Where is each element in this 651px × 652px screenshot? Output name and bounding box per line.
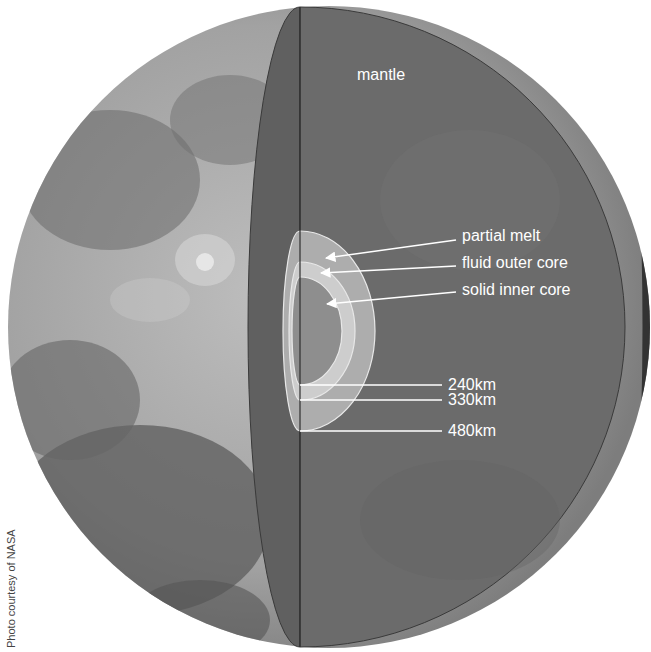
layer-label: mantle xyxy=(357,65,405,85)
cut-face xyxy=(248,7,625,647)
fluid-outer-core-layer xyxy=(289,262,355,400)
layer-label: partial melt xyxy=(462,226,540,246)
photo-credit: Photo courtesy of NASA xyxy=(4,529,18,648)
layer-label: solid inner core xyxy=(462,280,571,300)
dimension-lines xyxy=(300,385,442,431)
leader-arrows xyxy=(321,240,456,304)
partial-melt-layer xyxy=(283,231,375,431)
cut-line xyxy=(299,7,300,647)
dimension-label: 480km xyxy=(448,421,496,441)
layer-label: fluid outer core xyxy=(462,253,568,273)
core-layers xyxy=(283,231,375,431)
dimension-label: 330km xyxy=(448,390,496,410)
